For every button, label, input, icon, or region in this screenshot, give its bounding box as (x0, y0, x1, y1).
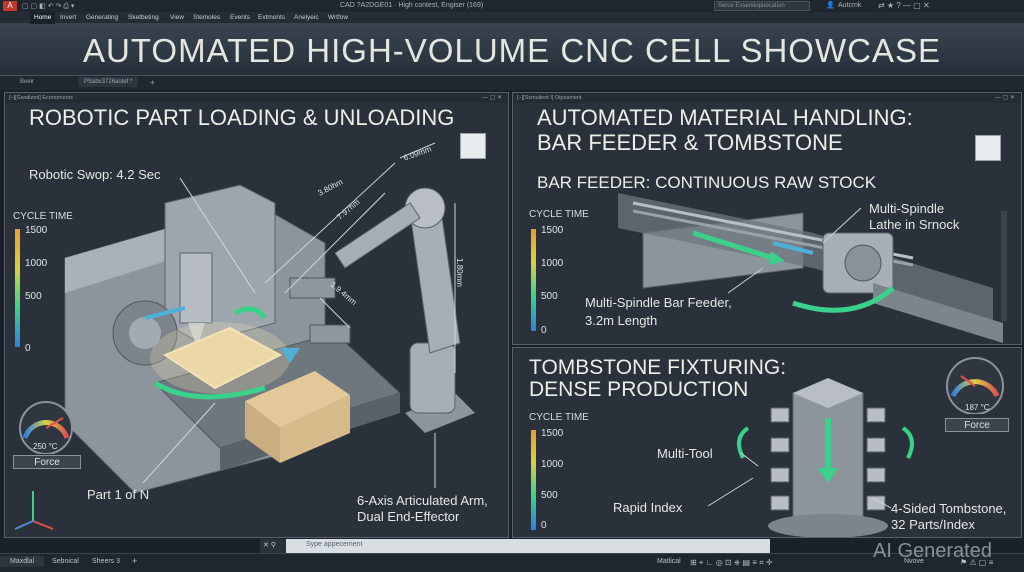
title-bar: A ▢ ▢ ◧ ↶ ↷ ⎙ ▾ CAD ?A2DGE01 · High cont… (0, 0, 1024, 12)
user-icon[interactable]: 👤 (826, 2, 835, 9)
viewport-controls[interactable]: — ▢ ✕ (481, 95, 502, 101)
ribbon-tab-invert[interactable]: Invert (60, 14, 77, 21)
doc-tab-0[interactable]: Beeir (20, 79, 35, 85)
pane-title-2: BAR FEEDER & TOMBSTONE (537, 130, 843, 155)
ribbon-tab-anelyeic[interactable]: Anelyeic (294, 14, 319, 21)
legend-tick-500: 500 (541, 490, 558, 501)
viewport-header: [–][Ssmulient I] Oiposment (513, 93, 1021, 103)
add-layout-icon[interactable]: + (132, 556, 138, 566)
tombstone-label-2: 32 Parts/Index (891, 517, 975, 532)
ribbon-tab-stemoles[interactable]: Stemoles (193, 14, 221, 21)
cnc-scene-left (14, 142, 475, 530)
user-name[interactable]: Autcmk (838, 2, 862, 9)
command-line-controls[interactable]: ✕ ⚲ (260, 539, 286, 553)
quick-access-icons[interactable]: ▢ ▢ ◧ ↶ ↷ ⎙ ▾ (22, 3, 75, 10)
dim-5: 1.80mm (454, 258, 464, 287)
layout-tab-2[interactable]: Sheers 3 (92, 558, 121, 565)
view-cube-icon[interactable] (975, 135, 1001, 161)
status-tool-icons[interactable]: ⊞ ⌖ ∟ ◎ ⊡ ⎈ ▤ ≡ ⌗ ✛ (690, 558, 773, 567)
scrollbar[interactable] (1001, 211, 1007, 321)
legend-tick-1500: 1500 (541, 428, 564, 439)
window-title: CAD ?A2DGE01 · High contest, Engiser (16… (340, 2, 484, 9)
arm-label-2: Dual End-Effector (357, 509, 460, 524)
gauge-value: 187 °C (965, 403, 990, 412)
arm-label-1: 6-Axis Articulated Arm, (357, 493, 488, 508)
document-tabs: Beeir PSabv3726aotef * + (0, 76, 1024, 90)
legend-tick-0: 0 (25, 343, 31, 354)
legend-title: CYCLE TIME (529, 209, 589, 220)
pane-title-1: AUTOMATED MATERIAL HANDLING: (537, 105, 913, 130)
viewport-controls[interactable]: — ▢ ✕ (994, 95, 1015, 101)
part-label: Part 1 of N (87, 487, 150, 502)
command-line-input[interactable]: Sype appecement (286, 539, 770, 553)
pane-title: ROBOTIC PART LOADING & UNLOADING (29, 105, 455, 130)
tombstone-scene (707, 378, 914, 537)
swap-time-label: Robotic Swop: 4.2 Sec (29, 167, 161, 182)
legend-tick-500: 500 (25, 291, 42, 302)
cycle-time-colorbar (531, 229, 536, 331)
legend-tick-1500: 1500 (541, 225, 564, 236)
force-button[interactable]: Force (945, 418, 1009, 432)
layout-tab-1[interactable]: Sebnical (52, 558, 79, 565)
gauge-value: 250 °C (33, 442, 58, 451)
app-logo-icon[interactable]: A (3, 1, 17, 11)
force-button[interactable]: Force (13, 455, 81, 469)
multi-tool-label: Multi-Tool (657, 446, 713, 461)
temperature-gauge-icon (946, 357, 1004, 414)
ribbon-tab-events[interactable]: Events (230, 14, 250, 21)
new-tab-icon[interactable]: + (150, 78, 155, 87)
tombstone-label-1: 4-Sided Tombstone, (891, 501, 1007, 516)
legend-tick-1000: 1000 (541, 459, 564, 470)
legend-tick-1500: 1500 (25, 225, 48, 236)
ribbon: Home Invert Generating Sketbeting View Stemol… (0, 12, 1024, 24)
ribbon-tab-view[interactable]: View (170, 14, 184, 21)
pane-title-1: TOMBSTONE FIXTURING: (529, 356, 787, 379)
status-model-label[interactable]: Matlical (657, 558, 681, 565)
cycle-time-colorbar (531, 430, 536, 530)
ribbon-tab-extmonts[interactable]: Extmonts (258, 14, 286, 21)
pane-subtitle: BAR FEEDER: CONTINUOUS RAW STOCK (537, 173, 877, 192)
legend-title: CYCLE TIME (13, 211, 73, 222)
ribbon-tab-home[interactable]: Home (30, 12, 56, 24)
legend-tick-0: 0 (541, 520, 547, 531)
legend-tick-1000: 1000 (541, 258, 564, 269)
lathe-label-2: Lathe in Srnock (869, 217, 960, 232)
legend-tick-0: 0 (541, 325, 547, 336)
status-mode-label[interactable]: Nvove (904, 558, 924, 565)
viewport-header: [–][Gwalized] Economents (5, 93, 508, 103)
window-controls[interactable]: ⇄ ★ ? — ▢ ✕ (878, 1, 930, 10)
pane-title-2: DENSE PRODUCTION (529, 378, 749, 401)
temperature-gauge-icon (19, 401, 73, 454)
viewport-right-bottom[interactable]: TOMBSTONE FIXTURING: DENSE PRODUCTION Mu… (512, 347, 1022, 538)
headline-text: AUTOMATED HIGH-VOLUME CNC CELL SHOWCASE (83, 32, 941, 69)
feeder-label-2: 3.2m Length (585, 313, 658, 328)
rapid-index-label: Rapid Index (613, 500, 683, 515)
status-settings-icons[interactable]: ⚑ ⚠ ▢ ≡ (960, 558, 994, 567)
view-cube-icon[interactable] (460, 133, 486, 159)
lathe-label-1: Multi-Spindle (869, 201, 945, 216)
cycle-time-colorbar (15, 229, 20, 347)
legend-tick-1000: 1000 (25, 258, 48, 269)
watermark-text: AI Generated (873, 540, 992, 562)
status-bar: Maxdlal Sebnical Sheers 3 + Matlical ⊞ ⌖… (0, 553, 1024, 572)
layout-tab-model[interactable]: Maxdlal (0, 556, 45, 567)
legend-tick-500: 500 (541, 291, 558, 302)
feeder-label-1: Multi-Spindle Bar Feeder, (585, 295, 732, 310)
ribbon-tab-wrtfow[interactable]: Wrtfow (328, 14, 349, 21)
headline-banner: AUTOMATED HIGH-VOLUME CNC CELL SHOWCASE (0, 24, 1024, 76)
ribbon-tab-sketbeting[interactable]: Sketbeting (128, 14, 159, 21)
bar-feeder-scene (618, 193, 1003, 343)
viewport-right-top[interactable]: [–][Ssmulient I] Oiposment — ▢ ✕ AUTOMAT… (512, 92, 1022, 345)
ribbon-tab-generating[interactable]: Generating (86, 14, 119, 21)
search-input[interactable]: Serce Essendopuocation (714, 1, 810, 11)
doc-tab-1[interactable]: PSabv3726aotef * (78, 77, 139, 87)
viewport-left[interactable]: [–][Gwalized] Economents — ▢ ✕ ROBOTIC P… (4, 92, 509, 538)
legend-title: CYCLE TIME (529, 412, 589, 423)
